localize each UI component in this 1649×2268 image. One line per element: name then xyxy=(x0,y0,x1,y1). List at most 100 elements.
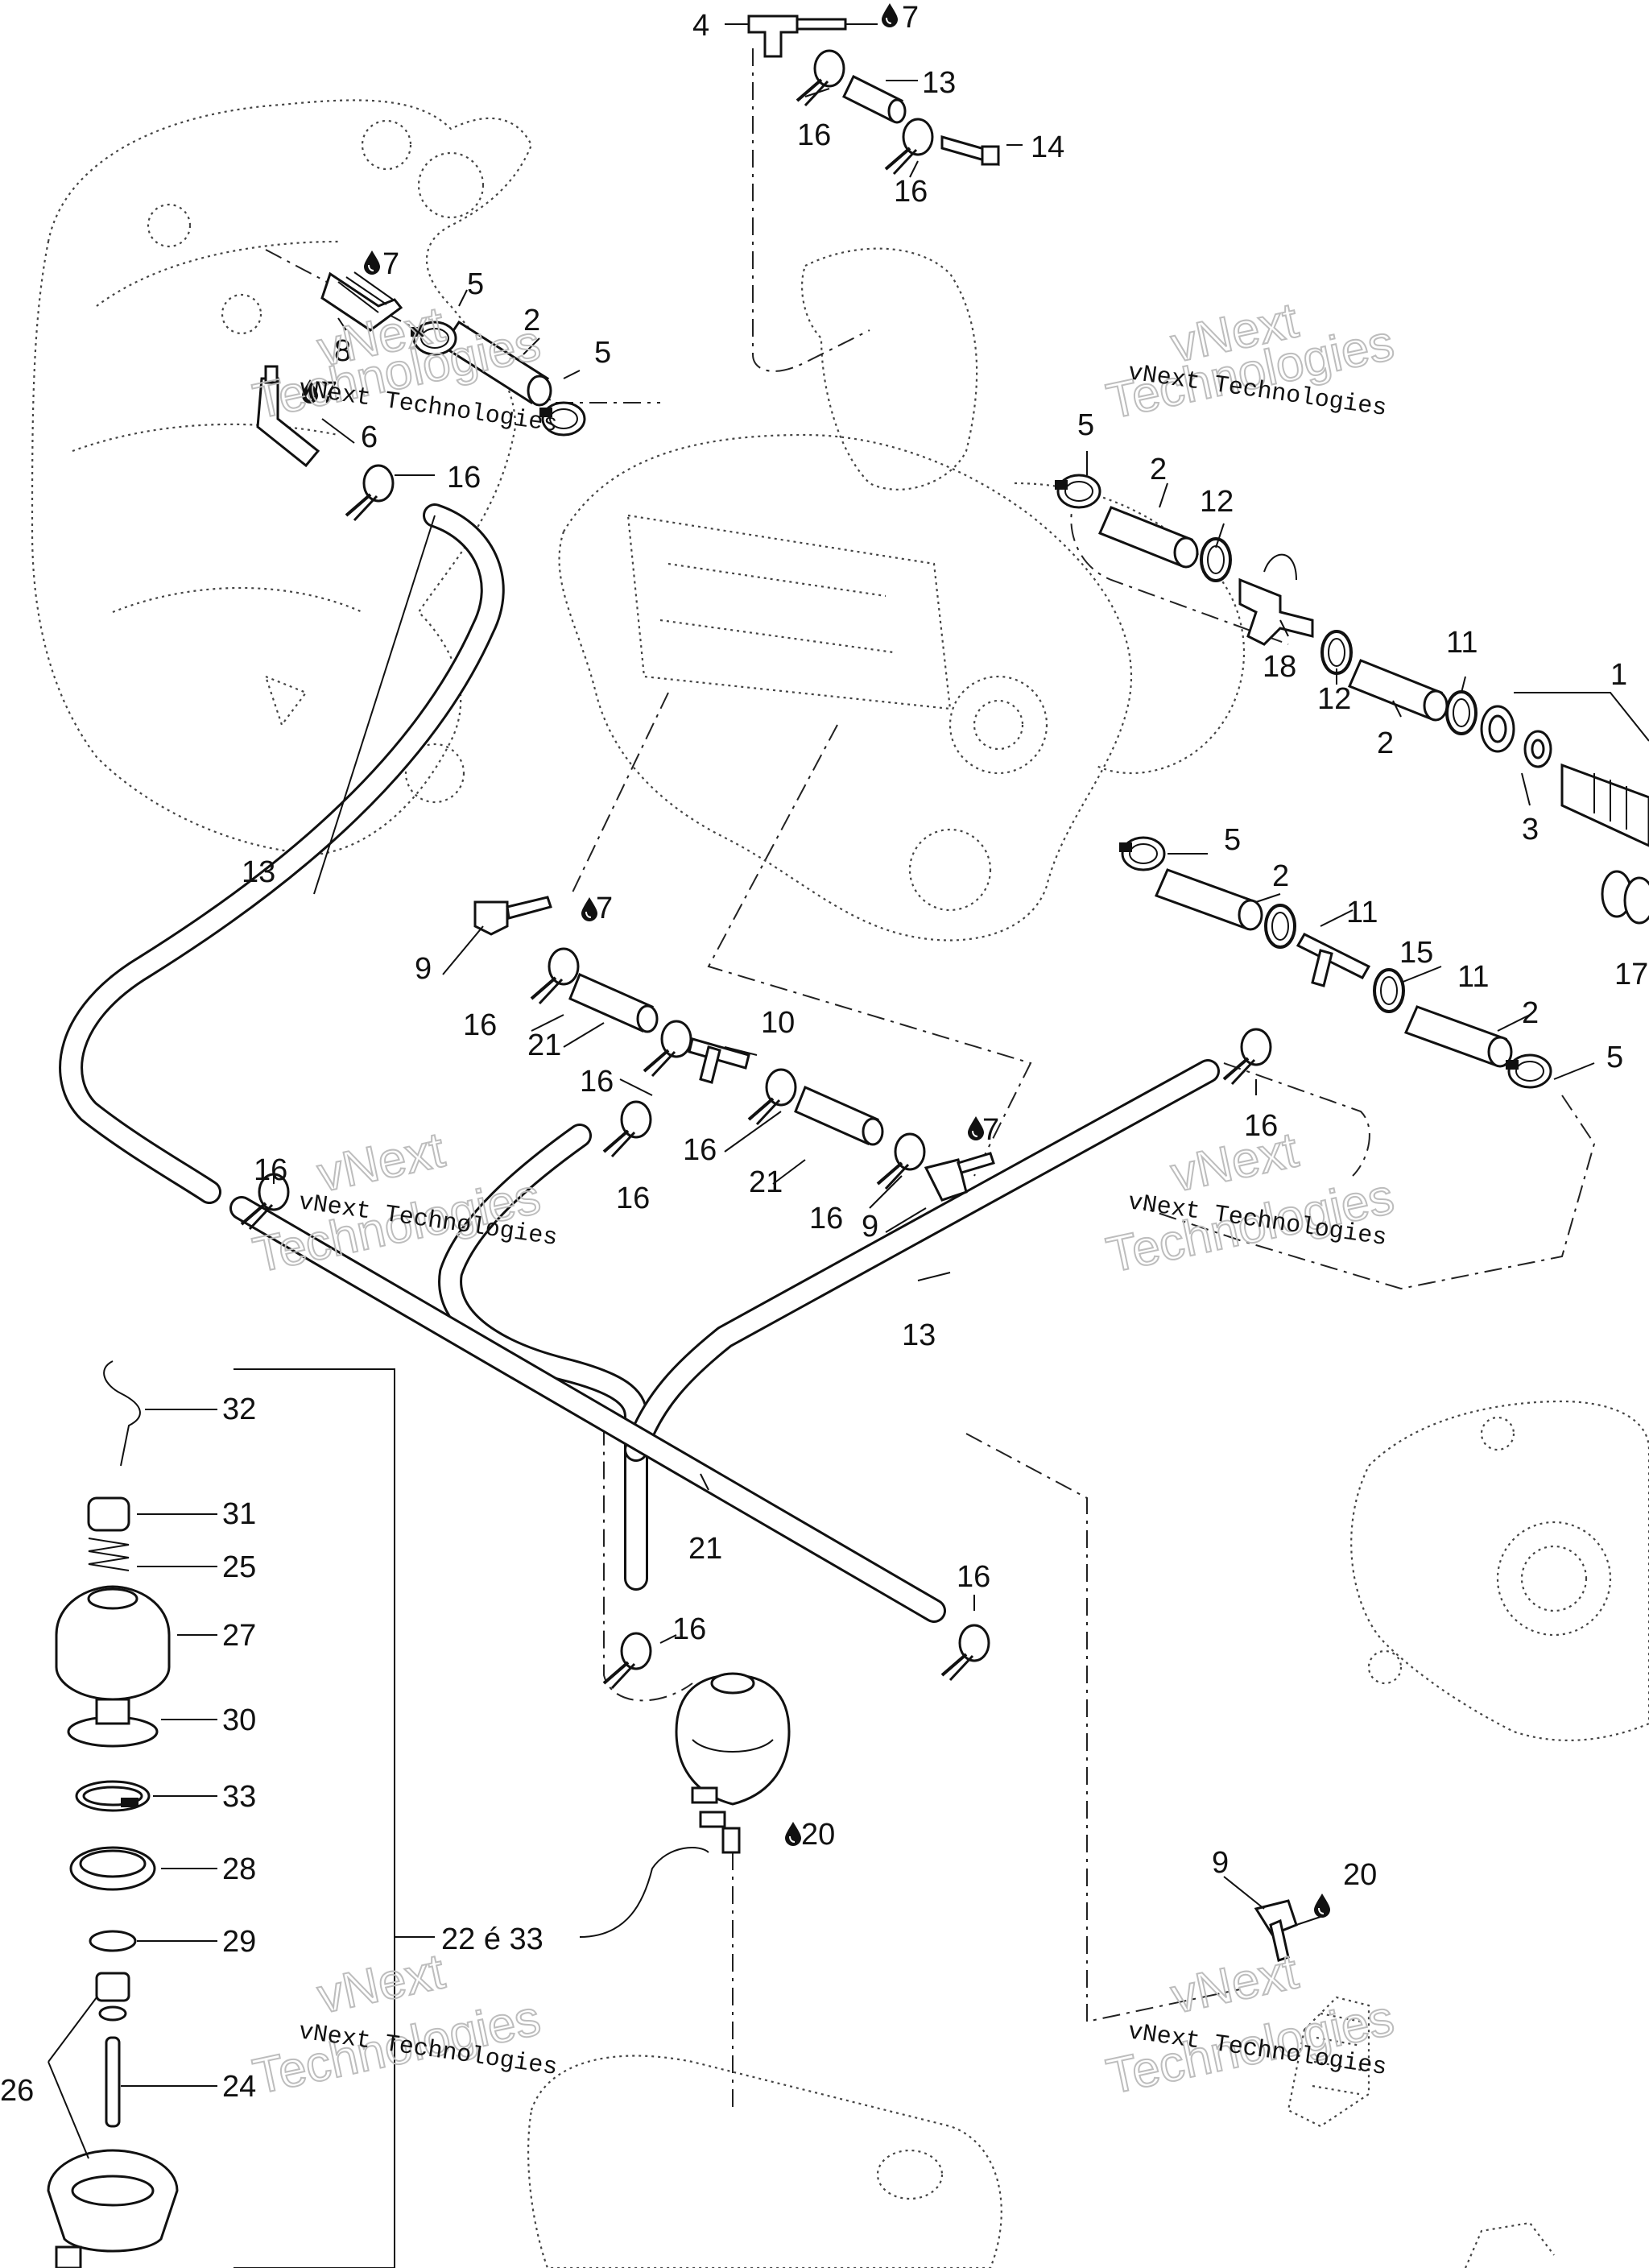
label-16: 16 xyxy=(616,1182,650,1215)
tee-fitting-10 xyxy=(688,1037,750,1084)
ring-11c xyxy=(1373,968,1405,1013)
elbow-fitting-6 xyxy=(256,365,320,468)
leader-lines xyxy=(48,23,1649,2159)
label-21: 21 xyxy=(688,1532,722,1566)
oil-drop-icon xyxy=(1313,1893,1331,1918)
hose-2-mid-a xyxy=(1154,868,1263,931)
label-22-33: 22 é 33 xyxy=(441,1922,543,1956)
fitting-18 xyxy=(1238,553,1314,646)
label-32: 32 xyxy=(222,1393,256,1426)
label-24: 24 xyxy=(222,2070,256,2104)
ring-11a xyxy=(1445,690,1477,735)
label-9: 9 xyxy=(1212,1846,1229,1880)
label-33: 33 xyxy=(222,1780,256,1814)
label-12: 12 xyxy=(1200,485,1234,519)
label-16: 16 xyxy=(1244,1109,1278,1143)
pin-24 xyxy=(105,2036,121,2128)
label-21: 21 xyxy=(749,1165,783,1199)
clip-16-top-a xyxy=(796,49,845,107)
label-16: 16 xyxy=(809,1202,843,1235)
hose-clamp-5d xyxy=(1118,836,1166,871)
label-16: 16 xyxy=(254,1153,287,1187)
label-13: 13 xyxy=(242,855,275,889)
label-16: 16 xyxy=(580,1065,614,1099)
clip-16-upper xyxy=(345,464,395,522)
cover-27 xyxy=(55,1585,171,1701)
oil-drop-icon xyxy=(581,896,598,922)
label-16: 16 xyxy=(672,1612,706,1646)
hose-2-mid-b xyxy=(1403,1005,1513,1068)
exhaust-manifold-outline xyxy=(31,99,533,855)
elbow-fitting-4 xyxy=(747,14,847,58)
label-12: 12 xyxy=(1317,682,1351,716)
label-7: 7 xyxy=(382,247,399,281)
ring-28 xyxy=(69,1846,156,1891)
label-28: 28 xyxy=(222,1852,256,1886)
part-labels: 4 7 13 16 14 16 7 5 2 8 5 7 6 16 5 2 12 … xyxy=(0,1,1648,2108)
label-2: 2 xyxy=(1377,726,1394,760)
label-11: 11 xyxy=(1457,960,1489,994)
label-7: 7 xyxy=(982,1113,999,1147)
hose-21-short-a xyxy=(568,972,659,1033)
label-21: 21 xyxy=(527,1028,561,1062)
label-31: 31 xyxy=(222,1497,256,1531)
label-2: 2 xyxy=(1150,453,1167,486)
valve-assembly-22 xyxy=(675,1672,791,1854)
clip-16-right xyxy=(1222,1028,1272,1086)
hose-13-top xyxy=(842,74,907,124)
spring-25 xyxy=(88,1538,130,1571)
label-4: 4 xyxy=(692,9,709,43)
label-5: 5 xyxy=(594,336,611,370)
watermark-4: vNext Technologies vNext Technologies xyxy=(1101,1121,1399,1284)
label-16: 16 xyxy=(957,1560,990,1594)
ring-12a xyxy=(1200,537,1232,582)
label-16: 16 xyxy=(683,1133,717,1167)
label-1: 1 xyxy=(1610,658,1627,692)
elbow-fitting-9b xyxy=(924,1152,995,1202)
hose-2-right-a xyxy=(1098,506,1199,569)
label-20: 20 xyxy=(1343,1858,1377,1892)
watermark-2: vNext Technologies vNext Technologies xyxy=(1101,292,1399,430)
label-5: 5 xyxy=(1606,1041,1623,1074)
label-20: 20 xyxy=(801,1818,835,1852)
hose-13-left xyxy=(59,503,505,1204)
label-30: 30 xyxy=(222,1703,256,1737)
label-14: 14 xyxy=(1031,130,1064,164)
oil-drop-icon xyxy=(967,1115,985,1141)
label-2: 2 xyxy=(1272,859,1289,893)
clamp-33 xyxy=(75,1780,151,1812)
label-16: 16 xyxy=(463,1008,497,1042)
valve-core-26 xyxy=(95,1972,130,2022)
clip-16-mid-c xyxy=(602,1100,652,1158)
label-17: 17 xyxy=(1614,958,1648,991)
spring-clip-32 xyxy=(103,1360,141,1467)
clip-16-lower-right xyxy=(940,1624,990,1682)
exhaust-muffler-outline xyxy=(527,2055,1555,2268)
cap-31 xyxy=(87,1496,130,1532)
label-25: 25 xyxy=(222,1550,256,1584)
label-5: 5 xyxy=(1077,408,1094,442)
label-7: 7 xyxy=(902,1,919,35)
tee-fitting-15 xyxy=(1296,933,1371,987)
label-29: 29 xyxy=(222,1925,256,1959)
label-13: 13 xyxy=(922,66,956,100)
intake-strainer-outline xyxy=(1287,1996,1370,2128)
valve-body-26 xyxy=(47,2149,179,2268)
label-11: 11 xyxy=(1346,896,1378,929)
clip-16-lower-mid xyxy=(602,1632,652,1690)
label-16: 16 xyxy=(447,461,481,495)
label-16: 16 xyxy=(797,118,831,152)
hose-21-short-b xyxy=(794,1085,884,1146)
label-2: 2 xyxy=(523,304,540,337)
nut-1 xyxy=(1480,705,1515,753)
label-13: 13 xyxy=(902,1318,936,1352)
label-18: 18 xyxy=(1263,650,1296,684)
engine-outline xyxy=(558,247,1245,942)
hose-clamp-5e xyxy=(1504,1053,1552,1089)
label-6: 6 xyxy=(361,420,378,454)
watermark-5: vNext Technologies vNext Technologies xyxy=(248,1943,560,2105)
hose-clamp-5c xyxy=(1053,474,1101,509)
label-5: 5 xyxy=(467,267,484,301)
label-15: 15 xyxy=(1399,936,1433,970)
